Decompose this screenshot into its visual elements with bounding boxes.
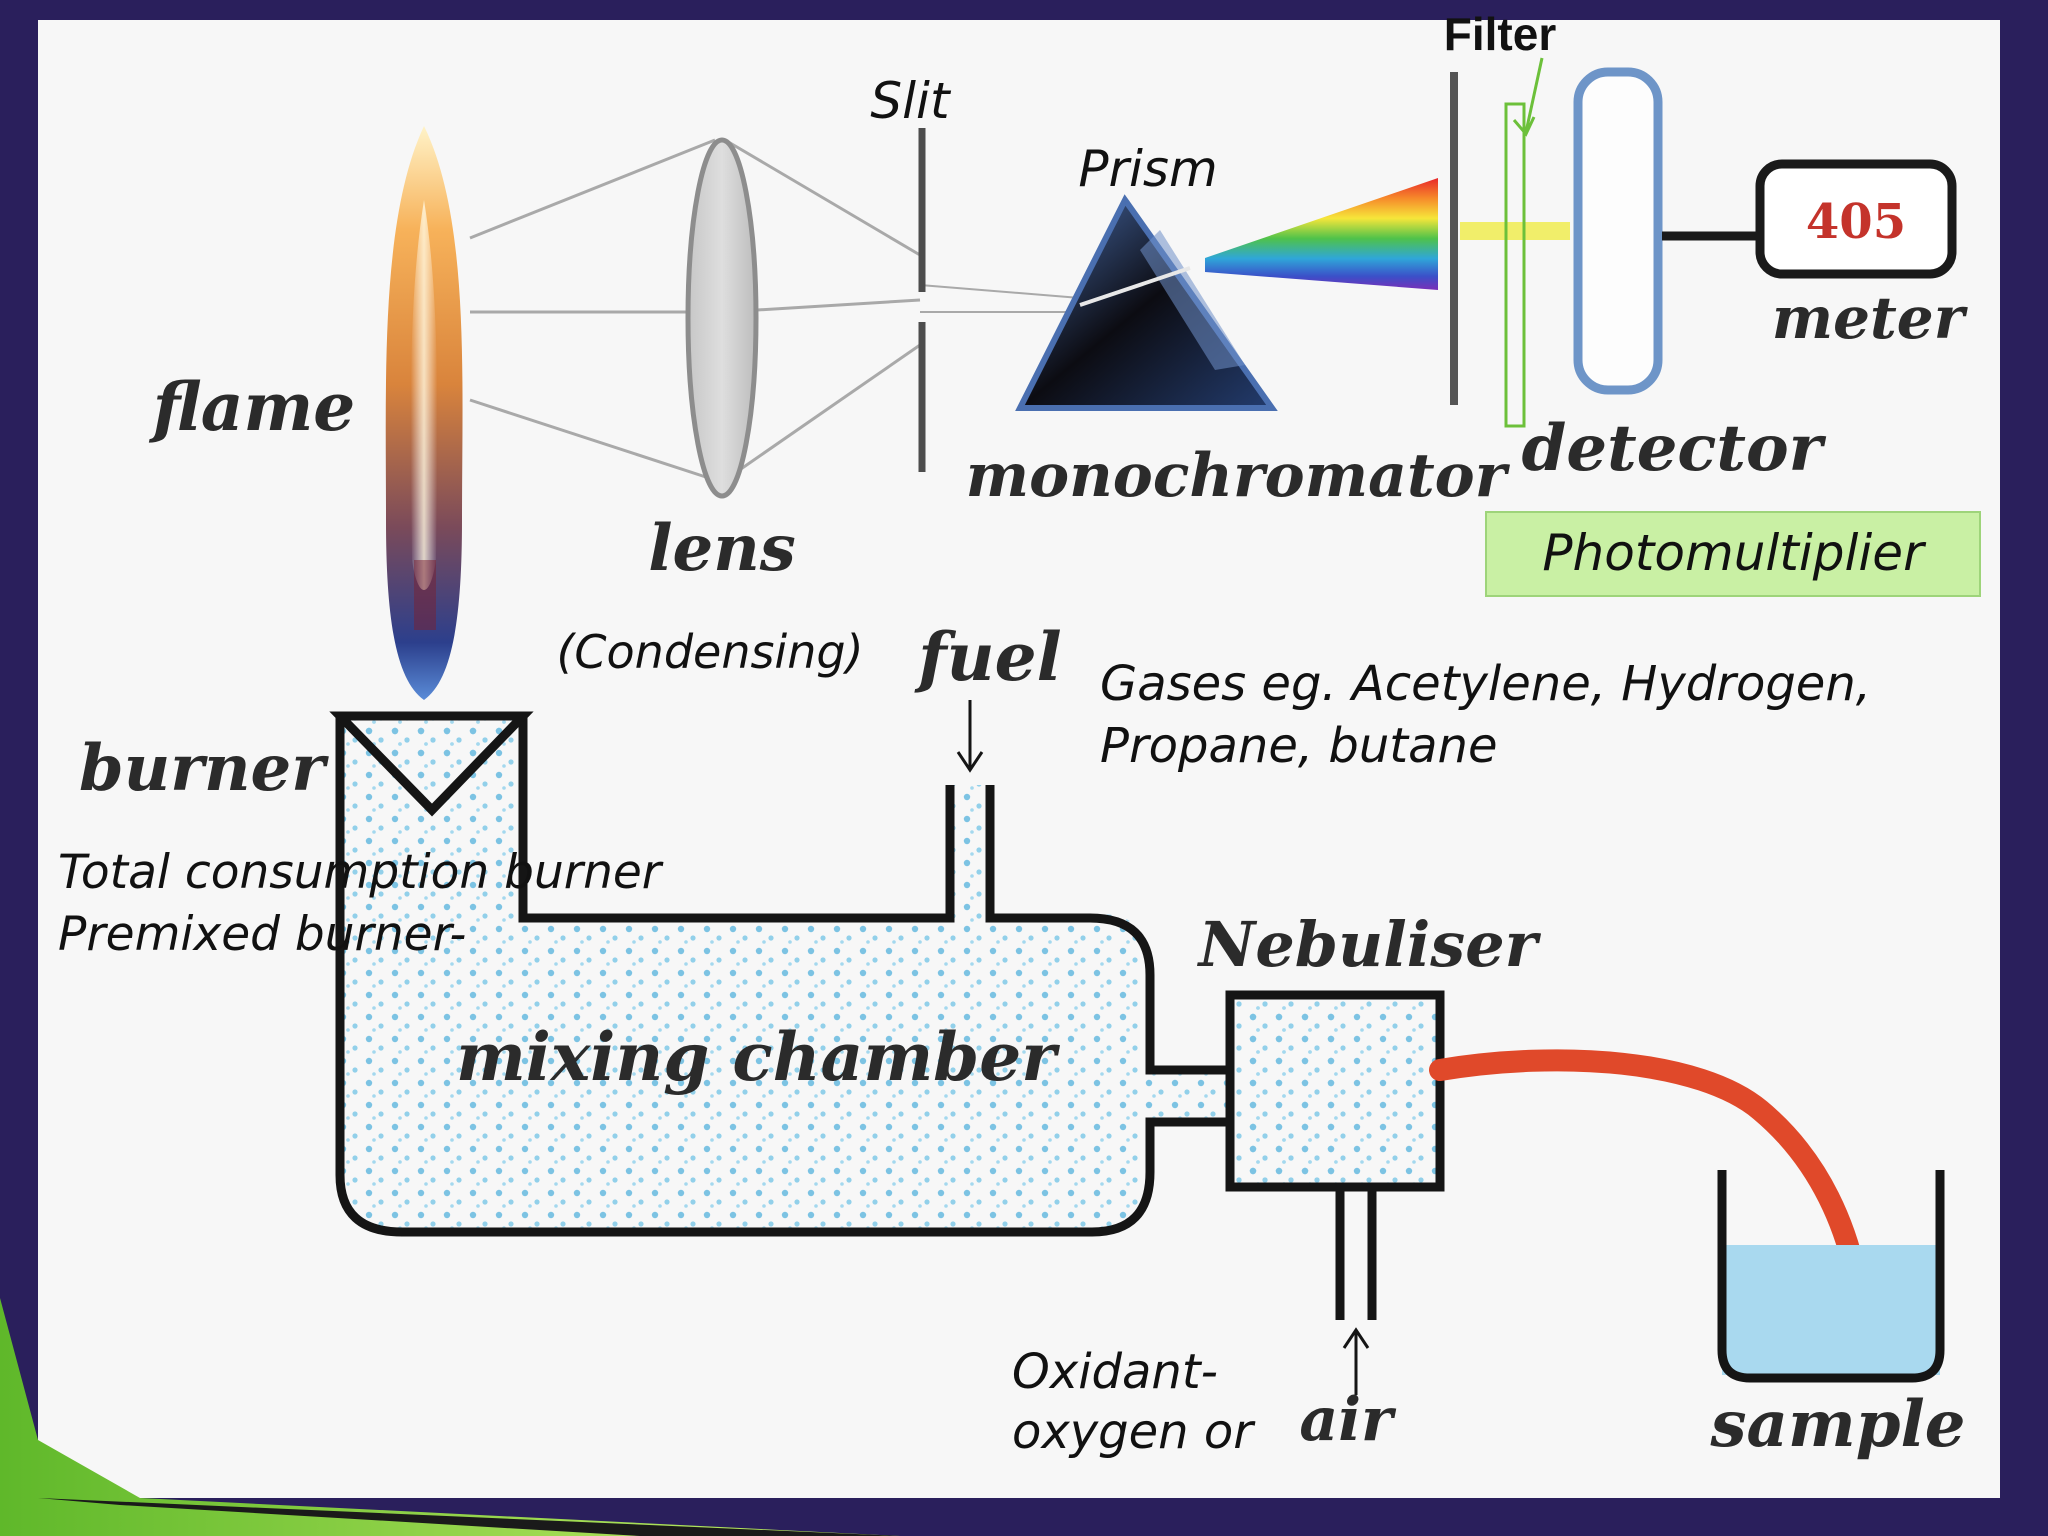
diagram-canvas	[38, 20, 2000, 1498]
lens-label: lens	[648, 511, 796, 586]
air-inlet	[1335, 1187, 1377, 1320]
flame-base-dark	[414, 560, 436, 630]
slide-accent-dark	[38, 1498, 900, 1536]
sample-beaker-icon	[1717, 1170, 1945, 1383]
mixing-chamber-label: mixing chamber	[456, 1018, 1060, 1096]
air-arrow-icon	[1342, 1327, 1370, 1395]
spectrum-beam	[1205, 178, 1438, 290]
condensing-label: (Condensing)	[556, 625, 863, 679]
slide-accent-swoosh	[0, 1298, 900, 1536]
slit-label: Slit	[870, 72, 952, 130]
prism-highlight	[1140, 230, 1245, 370]
burner-type2-label: Premixed burner-	[58, 907, 466, 962]
burner-label: burner	[79, 731, 329, 806]
mixing-chamber-outline	[335, 716, 1235, 1237]
oxidant-label-line2: oxygen or	[1012, 1404, 1256, 1460]
photomultiplier-label: Photomultiplier	[1542, 524, 1927, 582]
air-label: air	[1299, 1385, 1397, 1455]
nebuliser-box	[1225, 990, 1445, 1192]
photomultiplier-box	[1485, 511, 1981, 597]
detector-icon	[1573, 67, 1663, 395]
gases-label-line1: Gases eg. Acetylene, Hydrogen,	[1100, 656, 1871, 712]
selected-wavelength-beam	[1460, 222, 1570, 240]
detector-label: detector	[1522, 411, 1827, 486]
sample-label: sample	[1710, 1387, 1966, 1462]
lens-shape	[685, 137, 759, 499]
flame-label: flame	[149, 368, 356, 446]
prism-label: Prism	[1078, 140, 1217, 198]
mixing-chamber-body	[340, 716, 1336, 1228]
filter-icon	[1504, 102, 1526, 428]
filter-label: Filter	[1444, 8, 1557, 60]
gases-label-line2: Propane, butane	[1100, 718, 1497, 774]
burner-type1-label: Total consumption burner	[58, 845, 664, 900]
meter-reading: 405	[1806, 194, 1906, 250]
oxidant-label-line1: Oxidant-	[1012, 1344, 1218, 1400]
nebuliser-label: Nebuliser	[1197, 908, 1542, 981]
filter-pointer-arrow	[1512, 57, 1544, 137]
meter-label: meter	[1772, 284, 1969, 352]
burner-head	[329, 711, 534, 817]
sample-tube	[1429, 1049, 1871, 1311]
prism-light-path	[1079, 266, 1191, 307]
flame-core	[410, 200, 438, 590]
monochromator-label: monochromator	[966, 441, 1511, 511]
fuel-arrow-icon	[956, 700, 984, 773]
mixing-chamber-top-outline	[518, 716, 1230, 1075]
meter-display	[1755, 159, 1957, 279]
fuel-label: fuel	[914, 618, 1061, 696]
sample-liquid	[1722, 1245, 1940, 1375]
